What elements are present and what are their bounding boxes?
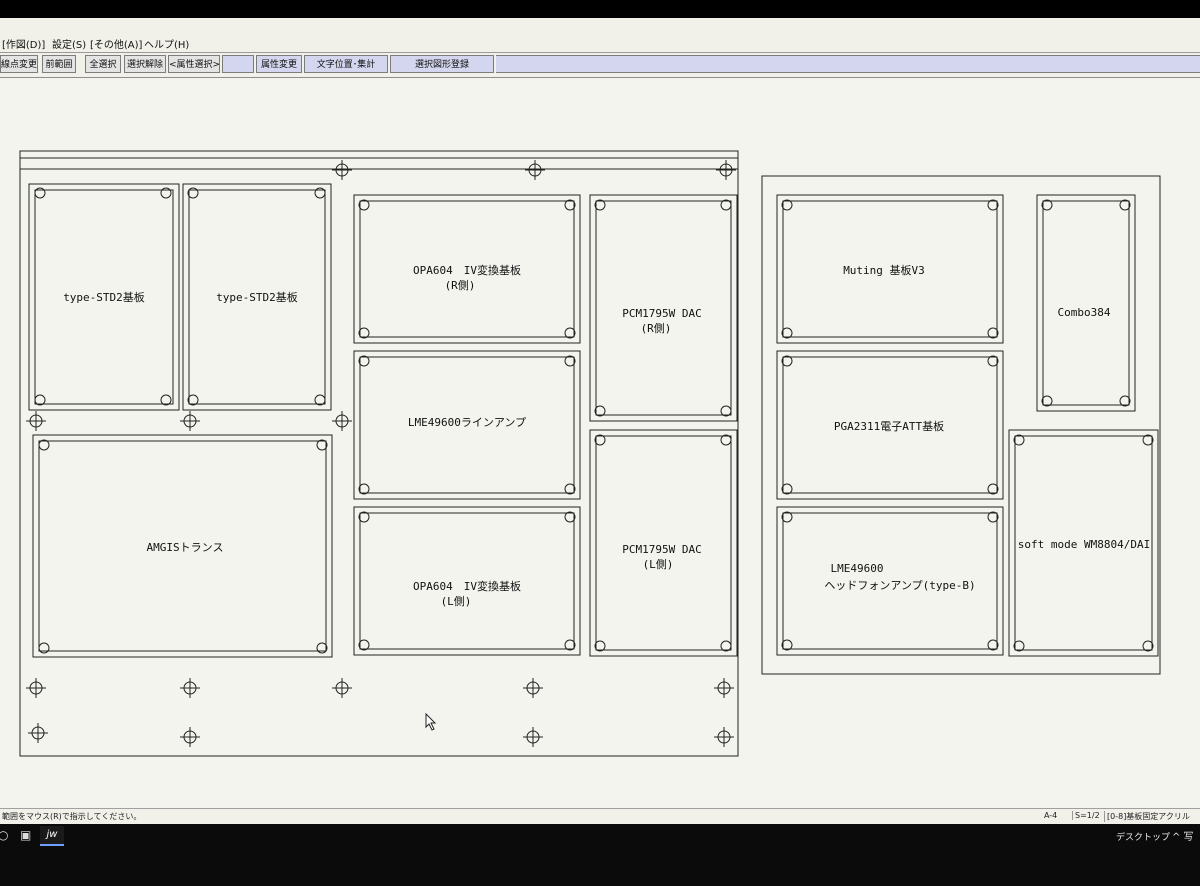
taskbar: ○ ▣ jw デスクトップ ^ 写 xyxy=(0,824,1200,886)
board-inner xyxy=(34,189,174,405)
attribute-change-button[interactable]: 属性変更 xyxy=(256,55,302,73)
board-label: type-STD2基板 xyxy=(63,290,145,304)
crosshair-markers xyxy=(26,160,736,747)
cad-drawing[interactable]: type-STD2基板 type-STD2基板 OPA604 IV変換基板 (R… xyxy=(0,78,1200,808)
board-outline xyxy=(776,506,1004,656)
register-selected-figure-button[interactable]: 選択図形登録 xyxy=(390,55,494,73)
left-panel-outline xyxy=(19,150,739,757)
board-sublabel: (L側) xyxy=(441,595,472,608)
board-inner xyxy=(595,200,732,416)
board-sublabel: (L側) xyxy=(643,558,674,571)
board-outline xyxy=(1036,194,1136,412)
board-inner xyxy=(782,512,998,650)
jwcad-window: [作図(D)] 設定(S) [その他(A)] ヘルプ(H) 線点変更 前範囲 全… xyxy=(0,18,1200,825)
board-label: AMGISトランス xyxy=(147,541,224,554)
board-inner xyxy=(595,435,732,651)
board-outline xyxy=(182,183,332,411)
store-icon[interactable]: ▣ xyxy=(20,828,32,842)
board-label: Combo384 xyxy=(1058,306,1111,319)
board-inner xyxy=(782,200,998,338)
board-outline xyxy=(589,194,738,422)
board-outline xyxy=(353,506,581,656)
toolbar-fill xyxy=(496,55,1200,73)
board-inner xyxy=(188,189,326,405)
board-outline xyxy=(353,350,581,500)
toolbar-spacer-button[interactable] xyxy=(222,55,254,73)
board-outline xyxy=(353,194,581,344)
board-inner xyxy=(1042,200,1130,406)
board-label: LME49600 xyxy=(831,562,884,575)
scale-indicator[interactable]: S=1/2 xyxy=(1072,811,1100,820)
mounting-holes xyxy=(34,187,1154,654)
select-all-button[interactable]: 全選択 xyxy=(85,55,121,73)
system-tray[interactable]: ^ 写 xyxy=(1172,832,1194,843)
previous-range-button[interactable]: 前範囲 xyxy=(42,55,76,73)
toolbar: 線点変更 前範囲 全選択 選択解除 <属性選択> 属性変更 文字位置･集計 選択… xyxy=(0,53,1200,78)
line-point-change-button[interactable]: 線点変更 xyxy=(0,55,38,73)
search-icon[interactable]: ○ xyxy=(0,828,9,842)
board-label: LME49600ラインアンプ xyxy=(408,416,526,429)
board-label: Muting 基板V3 xyxy=(843,263,925,277)
board-outline xyxy=(776,350,1004,500)
board-inner xyxy=(359,512,575,650)
menu-help[interactable]: ヘルプ(H) xyxy=(144,40,190,51)
board-outline xyxy=(28,183,180,411)
board-label: OPA604 IV変換基板 xyxy=(413,263,521,277)
menu-bar: [作図(D)] 設定(S) [その他(A)] ヘルプ(H) xyxy=(0,18,1200,53)
right-panel-outline xyxy=(761,175,1161,675)
board-label: type-STD2基板 xyxy=(216,290,298,304)
board-inner xyxy=(782,356,998,494)
board-sublabel: (R側) xyxy=(641,322,672,335)
attribute-select-button[interactable]: <属性選択> xyxy=(168,55,220,73)
text-position-tally-button[interactable]: 文字位置･集計 xyxy=(304,55,388,73)
board-outline xyxy=(589,429,738,657)
board-inner xyxy=(1014,435,1153,651)
menu-draw[interactable]: [作図(D)] xyxy=(2,40,46,51)
board-inner xyxy=(38,440,327,652)
status-bar: 範囲をマウス(R)で指示してください。 A-4 S=1/2 [0-8]基板固定ア… xyxy=(0,808,1200,825)
deselect-button[interactable]: 選択解除 xyxy=(124,55,166,73)
board-outline xyxy=(776,194,1004,344)
board-inner xyxy=(359,356,575,494)
board-sublabel: ヘッドフォンアンプ(type-B) xyxy=(824,579,975,592)
board-label: soft mode WM8804/DAI xyxy=(1018,538,1150,551)
menu-other[interactable]: [その他(A)] xyxy=(90,40,143,51)
board-label: OPA604 IV変換基板 xyxy=(413,579,521,593)
board-label: PCM1795W DAC xyxy=(622,543,701,556)
board-outline xyxy=(32,434,333,658)
board-sublabel: (R側) xyxy=(445,279,476,292)
menu-settings[interactable]: 設定(S) xyxy=(52,40,87,51)
board-inner xyxy=(359,200,575,338)
mouse-cursor-icon xyxy=(425,712,437,731)
board-outline xyxy=(1008,429,1159,657)
board-label: PGA2311電子ATT基板 xyxy=(834,419,944,433)
paper-size[interactable]: A-4 xyxy=(1044,811,1058,820)
board-label: PCM1795W DAC xyxy=(622,307,701,320)
jwcad-taskbar-button[interactable]: jw xyxy=(40,826,64,846)
drawing-canvas[interactable]: type-STD2基板 type-STD2基板 OPA604 IV変換基板 (R… xyxy=(0,78,1200,808)
desktop-toolbar-label[interactable]: デスクトップ xyxy=(1116,833,1171,843)
status-message: 範囲をマウス(R)で指示してください。 xyxy=(2,812,142,821)
layer-indicator[interactable]: [0-8]基板固定アクリル xyxy=(1104,811,1190,822)
